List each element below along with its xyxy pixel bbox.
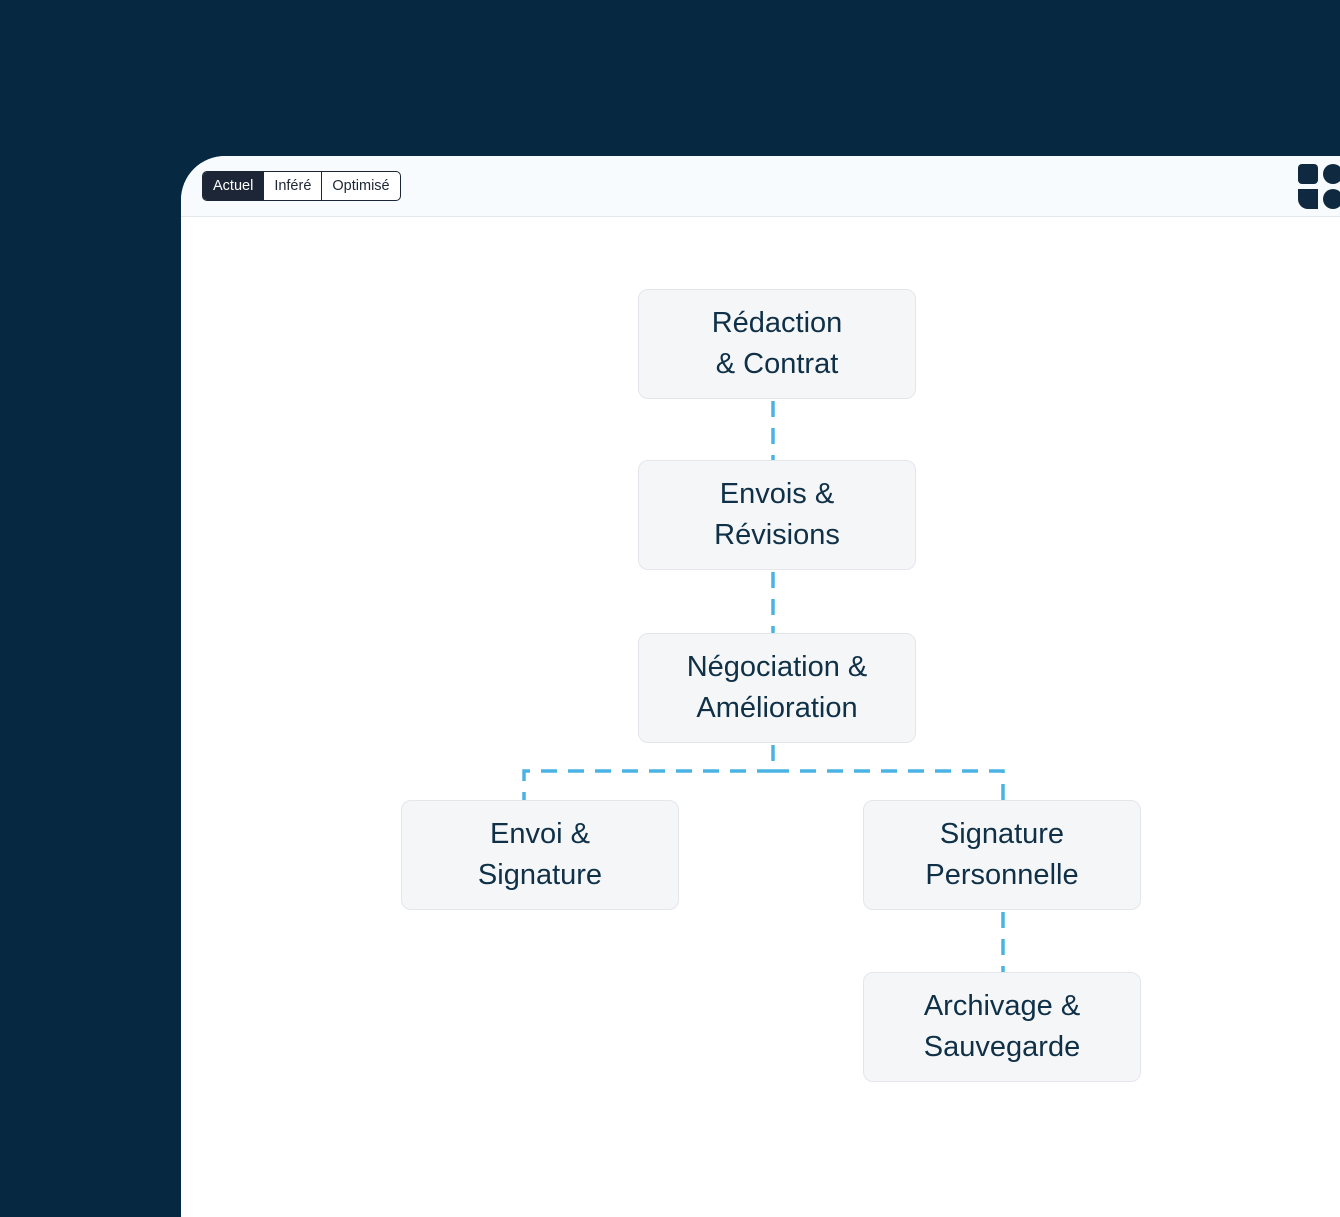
node-label: Envois & Révisions <box>714 478 840 551</box>
node-label: Envoi & Signature <box>477 818 603 891</box>
flow-node-redaction[interactable]: Rédaction & Contrat <box>638 289 916 399</box>
flow-node-envoi-signature[interactable]: Envoi & Signature <box>401 800 679 910</box>
view-mode-selector: Actuel Inféré Optimisé <box>202 171 401 201</box>
connector-negociation-branches <box>522 745 1005 800</box>
flow-node-envois-revisions[interactable]: Envois & Révisions <box>638 460 916 570</box>
toolbar: Actuel Inféré Optimisé <box>181 156 1340 217</box>
node-label: Archivage & Sauvegarde <box>923 990 1081 1063</box>
node-label: Rédaction & Contrat <box>711 307 843 380</box>
node-label: Négociation & Amélioration <box>686 651 868 724</box>
tab-actuel[interactable]: Actuel <box>203 172 265 200</box>
flow-node-negociation[interactable]: Négociation & Amélioration <box>638 633 916 743</box>
workflow-panel: Actuel Inféré Optimisé Rédaction & Contr… <box>181 156 1340 1217</box>
grid-logo-icon <box>1298 164 1340 209</box>
node-label: Signature Personnelle <box>925 818 1079 891</box>
flow-node-signature-personnelle[interactable]: Signature Personnelle <box>863 800 1141 910</box>
flow-node-archivage[interactable]: Archivage & Sauvegarde <box>863 972 1141 1082</box>
tab-optimise[interactable]: Optimisé <box>332 178 390 194</box>
flow-connectors <box>522 401 1005 972</box>
tab-infere[interactable]: Inféré <box>264 172 323 200</box>
